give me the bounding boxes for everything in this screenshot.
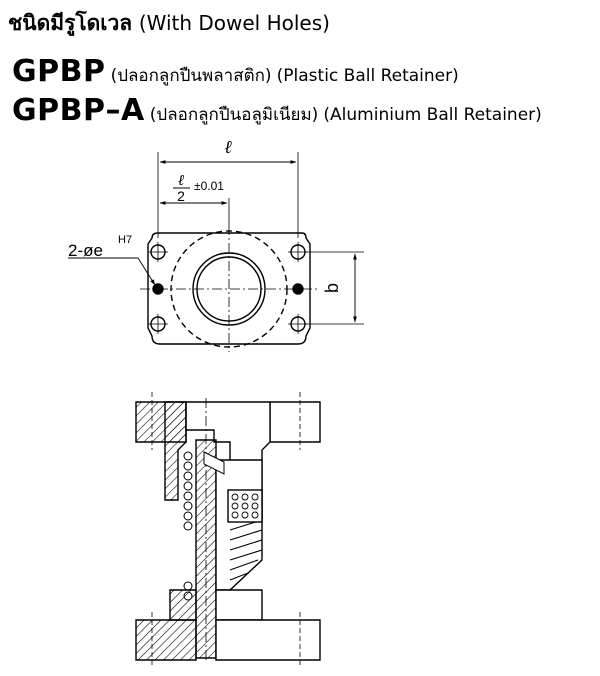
- half-length-numerator: ℓ: [178, 171, 184, 189]
- half-length-denominator: 2: [177, 188, 185, 204]
- model-gpbp-a: GPBP–A (ปลอกลูกปืนอลูมิเนียม) (Aluminium…: [12, 93, 542, 133]
- flange-outline: [147, 232, 311, 345]
- half-length-tolerance: ±0.01: [194, 179, 224, 193]
- model-thai: (ปลอกลูกปืนอลูมิเนียม): [149, 105, 319, 125]
- model-gpbp: GPBP (ปลอกลูกปืนพลาสติก) (Plastic Ball R…: [12, 54, 459, 94]
- model-code: GPBP–A: [12, 93, 145, 128]
- dowel-hole: [152, 283, 164, 295]
- model-code: GPBP: [12, 54, 106, 89]
- pitch-label: b: [322, 283, 342, 293]
- heading-english: (With Dowel Holes): [138, 11, 330, 35]
- model-english: (Aluminium Ball Retainer): [323, 105, 542, 125]
- heading: ชนิดมีรูโดเวล (With Dowel Holes): [8, 8, 330, 38]
- top-view: [68, 152, 364, 352]
- length-label: ℓ: [224, 137, 232, 158]
- model-english: (Plastic Ball Retainer): [276, 66, 459, 86]
- section-view: [135, 392, 321, 668]
- dowel-fit: H7: [118, 234, 132, 246]
- dowel-label: 2-øe: [68, 241, 103, 260]
- heading-thai: ชนิดมีรูโดเวล: [8, 11, 133, 35]
- model-thai: (ปลอกลูกปืนพลาสติก): [110, 66, 272, 86]
- dowel-hole: [292, 283, 304, 295]
